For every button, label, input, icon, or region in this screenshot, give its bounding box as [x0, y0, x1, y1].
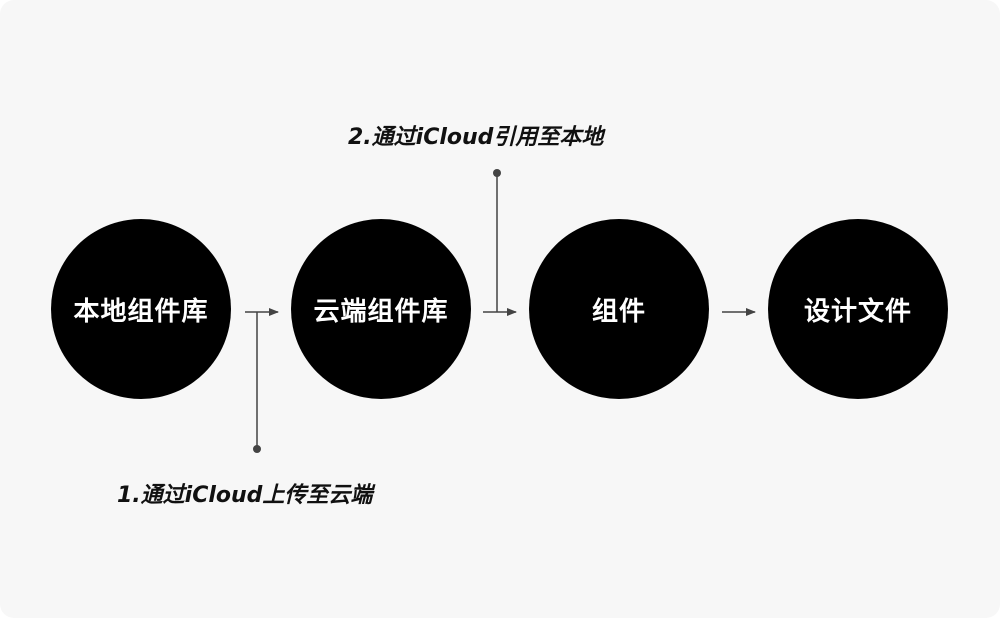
- step2-label: 2.通过iCloud引用至本地: [348, 125, 604, 150]
- node-label: 本地组件库: [73, 296, 209, 327]
- step2-dot: [493, 169, 501, 177]
- step1-label: 1.通过iCloud上传至云端: [117, 483, 373, 508]
- node-label: 组件: [591, 296, 646, 327]
- node-local-library: 本地组件库: [51, 219, 231, 399]
- node-label: 设计文件: [803, 296, 912, 327]
- node-design-file: 设计文件: [768, 219, 948, 399]
- node-label: 云端组件库: [313, 296, 449, 327]
- node-component: 组件: [529, 219, 709, 399]
- step1-dot: [253, 445, 261, 453]
- node-cloud-library: 云端组件库: [291, 219, 471, 399]
